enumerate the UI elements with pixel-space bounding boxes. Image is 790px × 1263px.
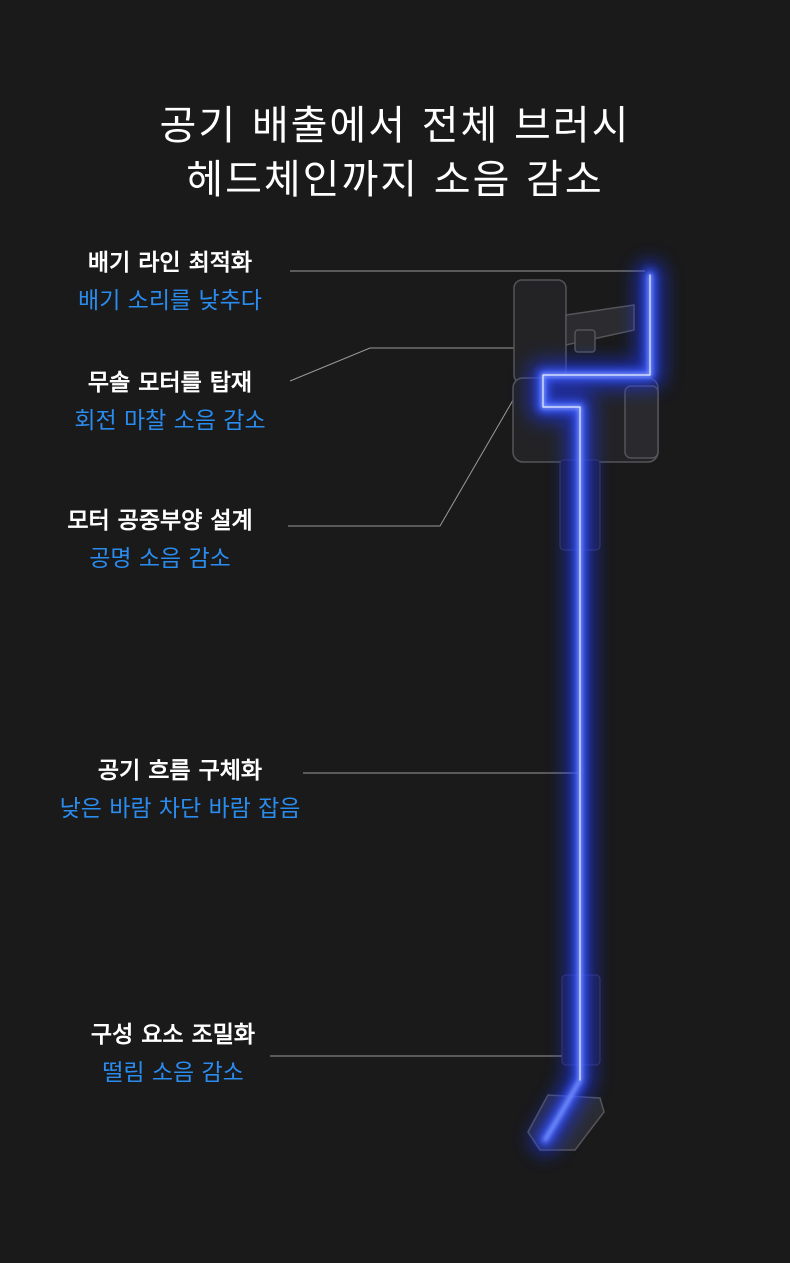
- title-line-1: 공기 배출에서 전체 브러시: [159, 102, 631, 149]
- feature-description: 공명 소음 감소: [89, 546, 231, 572]
- page-title: 공기 배출에서 전체 브러시 헤드체인까지 소음 감소: [0, 99, 790, 207]
- title-line-2: 헤드체인까지 소음 감소: [186, 156, 604, 203]
- feature-title: 구성 요소 조밀화: [90, 1022, 256, 1048]
- airflow-glow: [528, 260, 665, 1155]
- feature-description: 회전 마찰 소음 감소: [74, 408, 266, 434]
- feature-exhaust-line: 배기 라인 최적화 배기 소리를 낮추다: [40, 248, 300, 316]
- feature-motor-suspension: 모터 공중부양 설계 공명 소음 감소: [30, 506, 290, 574]
- feature-description: 배기 소리를 낮추다: [78, 288, 262, 314]
- feature-title: 무솔 모터를 탑재: [87, 370, 253, 396]
- feature-title: 배기 라인 최적화: [87, 250, 253, 276]
- feature-description: 떨림 소음 감소: [102, 1060, 244, 1086]
- feature-airflow: 공기 흐름 구체화 낮은 바람 차단 바람 잡음: [30, 756, 330, 824]
- feature-title: 공기 흐름 구체화: [97, 758, 263, 784]
- feature-brushless-motor: 무솔 모터를 탑재 회전 마찰 소음 감소: [40, 368, 300, 436]
- filter-cap: [624, 385, 659, 459]
- callout-line-motor: [289, 347, 545, 382]
- feature-title: 모터 공중부양 설계: [67, 508, 253, 534]
- feature-description: 낮은 바람 차단 바람 잡음: [59, 796, 301, 822]
- feature-components: 구성 요소 조밀화 떨림 소음 감소: [43, 1020, 303, 1088]
- trigger-button: [574, 329, 596, 353]
- callout-lines: [270, 270, 645, 1057]
- callout-line-suspension: [288, 387, 521, 527]
